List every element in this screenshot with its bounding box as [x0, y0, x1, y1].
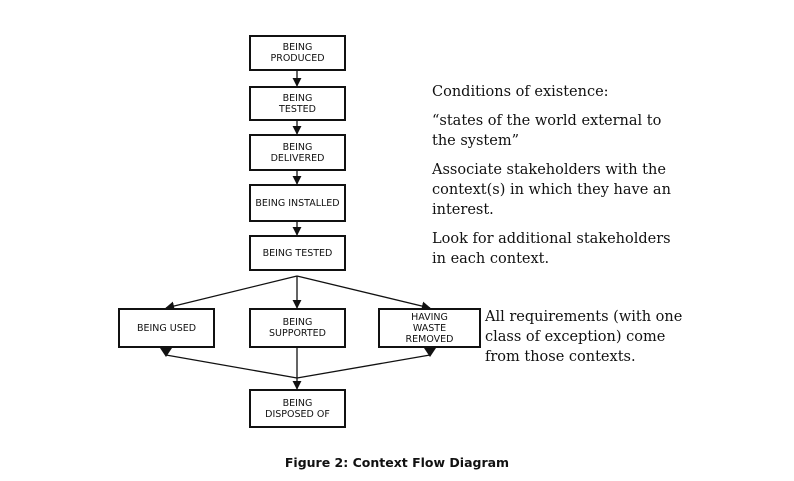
node-being-supported: BEING SUPPORTED — [249, 308, 346, 348]
arrow-tested-waste — [296, 275, 431, 311]
figure-caption: Figure 2: Context Flow Diagram — [284, 455, 510, 470]
merge-triangle-used — [160, 348, 172, 357]
node-being-delivered: BEING DELIVERED — [249, 134, 346, 171]
node-being-produced: BEING PRODUCED — [249, 35, 346, 71]
notes-panel: Conditions of existence: “states of the … — [432, 82, 732, 278]
line-waste-merge — [296, 354, 431, 379]
note-states: “states of the world external to the sys… — [432, 113, 662, 149]
note-requirements: All requirements (with one class of exce… — [485, 307, 765, 376]
node-being-tested-1: BEING TESTED — [249, 86, 346, 121]
note-requirements-text: All requirements (with one class of exce… — [485, 309, 683, 365]
node-being-used: BEING USED — [118, 308, 215, 348]
note-associate: Associate stakeholders with the context(… — [432, 162, 671, 218]
note-look-for: Look for additional stakeholders in each… — [432, 231, 671, 267]
merge-triangle-waste — [424, 348, 436, 357]
node-having-waste-removed: HAVING WASTE REMOVED — [378, 308, 481, 348]
line-used-merge — [165, 354, 298, 379]
node-being-tested-2: BEING TESTED — [249, 235, 346, 271]
note-conditions: Conditions of existence: — [432, 84, 609, 100]
node-being-installed: BEING INSTALLED — [249, 184, 346, 222]
arrow-tested-used — [165, 275, 298, 311]
node-being-disposed-of: BEING DISPOSED OF — [249, 389, 346, 428]
